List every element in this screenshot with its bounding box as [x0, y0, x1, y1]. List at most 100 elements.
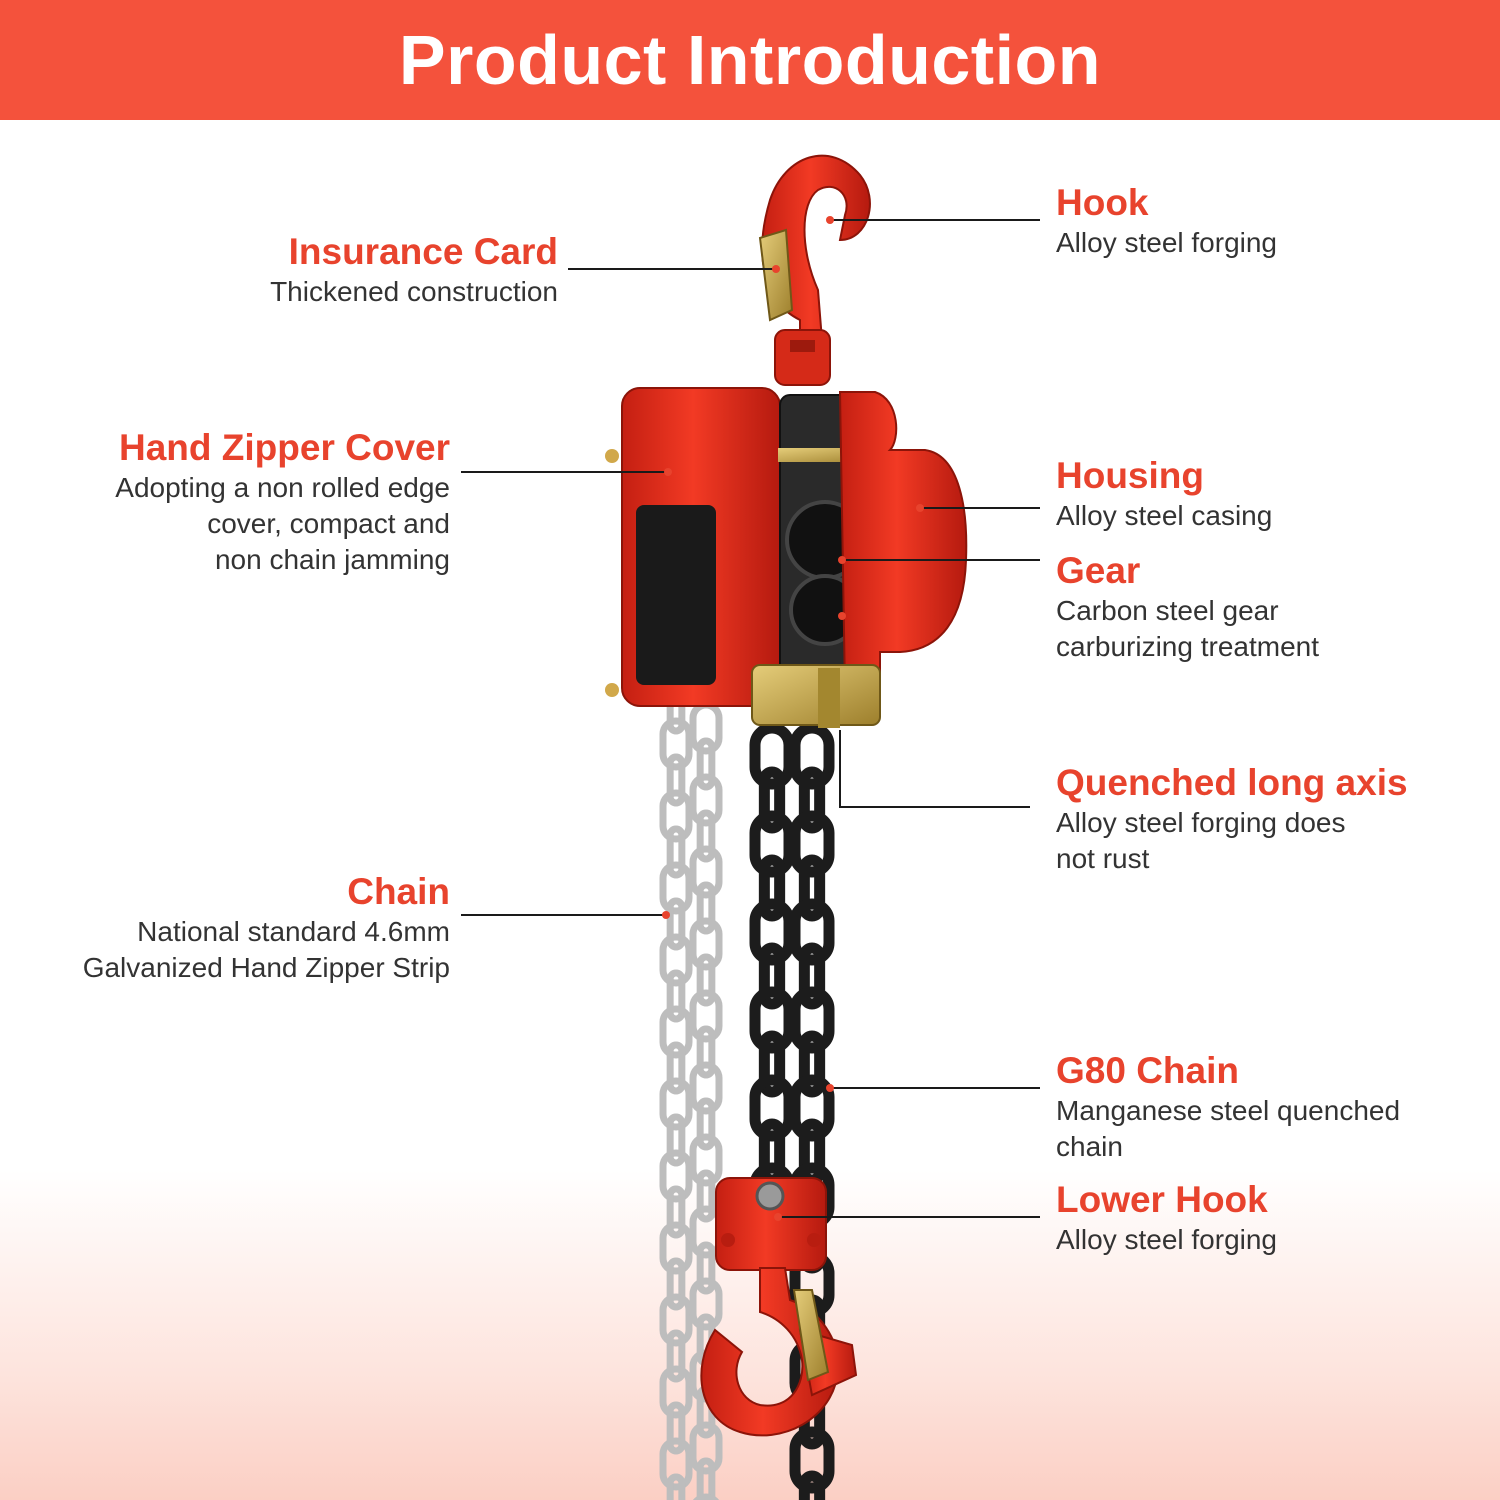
chain-link	[666, 753, 686, 807]
chain-link	[659, 1365, 693, 1419]
callout-desc-line: Manganese steel quenched	[1056, 1095, 1401, 1126]
callout-desc-line: Adopting a non rolled edge	[115, 472, 450, 503]
callout-hand-zipper-cover: Hand Zipper Cover Adopting a non rolled …	[115, 426, 450, 578]
callout-gear: Gear Carbon steel gear carburizing treat…	[1056, 549, 1319, 665]
chain-link	[696, 1025, 716, 1079]
callout-title: Housing	[1056, 455, 1204, 496]
chain-link	[798, 1470, 826, 1500]
chain-link	[659, 789, 693, 843]
callout-desc-line: Galvanized Hand Zipper Strip	[82, 952, 450, 983]
chain-link	[696, 1241, 716, 1295]
chain-link	[659, 933, 693, 987]
chain-link	[659, 1437, 693, 1491]
insurance-card-latch	[758, 228, 794, 322]
callout-desc-line: Alloy steel forging	[1056, 227, 1278, 258]
chain-link	[798, 1030, 826, 1098]
chain-link	[789, 1074, 835, 1142]
callout-desc-line: non chain jamming	[214, 544, 450, 575]
callout-desc-line: National standard 4.6mm	[137, 916, 450, 947]
lower-hook	[700, 1267, 858, 1437]
chain-link	[749, 898, 795, 966]
chain-link	[749, 986, 795, 1054]
callout-title: G80 Chain	[1056, 1050, 1239, 1091]
leader-lines	[461, 219, 1040, 1218]
callout-desc-line: carburizing treatment	[1056, 631, 1320, 662]
chain-link	[666, 1113, 686, 1167]
callout-desc-line: Alloy steel forging does	[1056, 807, 1346, 838]
chain-link	[659, 1005, 693, 1059]
chain-link	[696, 809, 716, 863]
chain-link	[666, 1185, 686, 1239]
chain-link	[659, 1293, 693, 1347]
callout-desc-line: Alloy steel casing	[1056, 500, 1273, 531]
chain-link	[758, 854, 786, 922]
chain-link	[749, 722, 795, 790]
callout-lower-hook: Lower Hook Alloy steel forging	[1056, 1178, 1277, 1258]
chain-link	[758, 942, 786, 1010]
page-title: Product Introduction	[398, 21, 1102, 99]
callout-title: Gear	[1056, 550, 1141, 591]
chain-link	[696, 737, 716, 791]
chain-link	[666, 1473, 686, 1500]
chain-link	[659, 1221, 693, 1275]
chain-link	[689, 1061, 723, 1115]
callout-long-axis: Quenched long axis Alloy steel forging d…	[1056, 761, 1408, 877]
callout-title: Lower Hook	[1056, 1179, 1268, 1220]
chain-link	[689, 917, 723, 971]
marker-dots	[662, 216, 924, 1221]
chain-link	[789, 898, 835, 966]
hand-zipper-cover	[605, 387, 781, 707]
callout-chain: Chain National standard 4.6mm Galvanized…	[83, 870, 450, 986]
callout-title: Quenched long axis	[1056, 762, 1408, 803]
chain-link	[659, 861, 693, 915]
chain-link	[659, 1149, 693, 1203]
callout-insurance-card: Insurance Card Thickened construction	[270, 230, 558, 310]
chain-link	[689, 1277, 723, 1331]
chain-link	[689, 773, 723, 827]
chain-link	[749, 1074, 795, 1142]
callout-desc-line: Thickened construction	[270, 276, 558, 307]
callout-desc-line: not rust	[1056, 843, 1150, 874]
callout-hook: Hook Alloy steel forging	[1056, 181, 1277, 261]
chain-link	[689, 1133, 723, 1187]
chain-link	[696, 953, 716, 1007]
chain-link	[689, 845, 723, 899]
chain-link	[798, 942, 826, 1010]
callout-title: Chain	[347, 871, 450, 912]
chain-link	[789, 1426, 835, 1494]
housing	[838, 391, 968, 691]
chain-link	[666, 969, 686, 1023]
callout-title: Insurance Card	[288, 231, 558, 272]
callout-desc-line: chain	[1056, 1131, 1123, 1162]
chain-link	[689, 1421, 723, 1475]
chain-link	[666, 1041, 686, 1095]
chain-link	[689, 989, 723, 1043]
top-hook	[761, 154, 871, 386]
chain-link	[789, 722, 835, 790]
chain-link	[749, 810, 795, 878]
callout-desc-line: Carbon steel gear	[1056, 595, 1279, 626]
chain-link	[798, 766, 826, 834]
chain-link	[789, 810, 835, 878]
chain-link	[666, 897, 686, 951]
chain-link	[692, 1493, 720, 1500]
callout-title: Hand Zipper Cover	[119, 427, 450, 468]
chain-link	[659, 717, 693, 771]
chain-link	[798, 854, 826, 922]
chain-link	[666, 825, 686, 879]
chain-hoist-illustration	[461, 154, 1040, 1500]
callout-housing: Housing Alloy steel casing	[1056, 454, 1272, 534]
chain-link	[696, 881, 716, 935]
callout-g80-chain: G80 Chain Manganese steel quenched chain	[1056, 1049, 1400, 1165]
callout-desc-line: Alloy steel forging	[1056, 1224, 1278, 1255]
chain-link	[789, 986, 835, 1054]
callout-desc-line: cover, compact and	[207, 508, 450, 539]
chain-link	[758, 766, 786, 834]
long-axis-bracket	[751, 664, 881, 728]
chain-link	[696, 1097, 716, 1151]
chain-link	[666, 1329, 686, 1383]
chain-link	[666, 1401, 686, 1455]
header-banner: Product Introduction	[0, 0, 1500, 120]
chain-link	[666, 1257, 686, 1311]
chain-link	[696, 1169, 716, 1223]
